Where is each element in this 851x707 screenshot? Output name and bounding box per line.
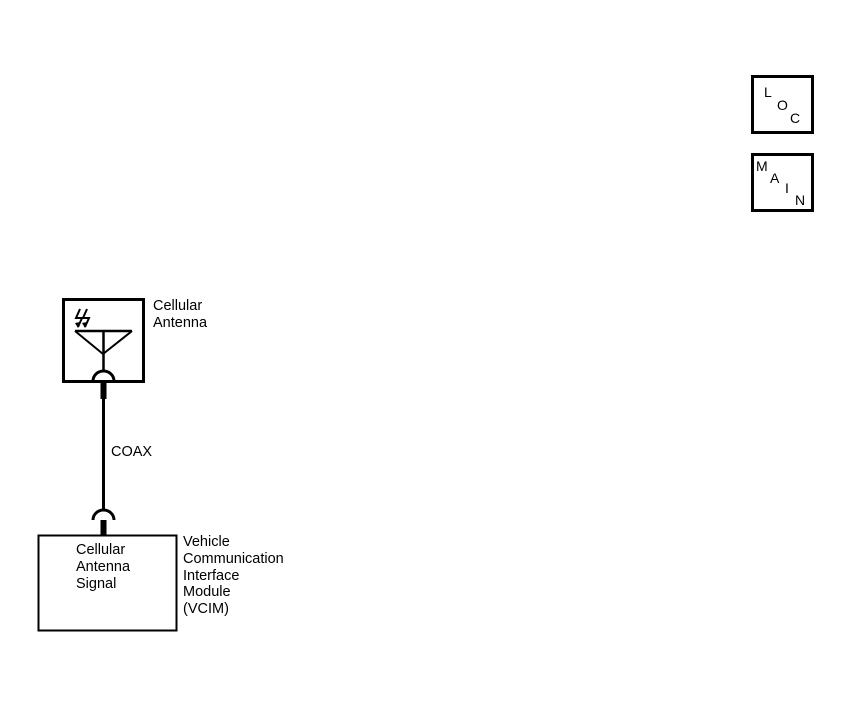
loc-letter-o: O (777, 97, 788, 113)
loc-letter-l: L (764, 84, 772, 100)
module-label-line-3: Interface (183, 568, 239, 584)
cellular-antenna-component: Cellular Antenna (62, 298, 208, 399)
loc-button[interactable]: L O C (751, 75, 814, 134)
module-box (37, 534, 178, 632)
module-label-line-4: Module (183, 584, 231, 600)
vcim-module-component: Cellular Antenna Signal Vehicle Communic… (37, 508, 284, 632)
module-label-line-5: (VCIM) (183, 601, 229, 617)
coax-wire: COAX (102, 399, 152, 511)
main-button[interactable]: M A I N (751, 153, 814, 212)
antenna-label-line-2: Antenna (153, 315, 208, 331)
module-inner-line-1: Cellular (76, 542, 125, 558)
module-label-line-1: Vehicle (183, 534, 230, 550)
module-inner-line-3: Signal (76, 576, 116, 592)
antenna-icon (74, 308, 133, 372)
loc-letter-c: C (790, 110, 800, 126)
main-letter-n: N (795, 192, 805, 208)
main-letter-i: I (785, 180, 789, 196)
main-letter-a: A (770, 170, 780, 186)
module-connector (91, 508, 116, 521)
module-inner-line-2: Antenna (76, 559, 131, 575)
antenna-connector (91, 369, 116, 382)
module-label-line-2: Communication (183, 551, 284, 567)
main-letter-m: M (756, 158, 768, 174)
antenna-label-line-1: Cellular (153, 298, 202, 314)
coax-label: COAX (111, 444, 152, 460)
